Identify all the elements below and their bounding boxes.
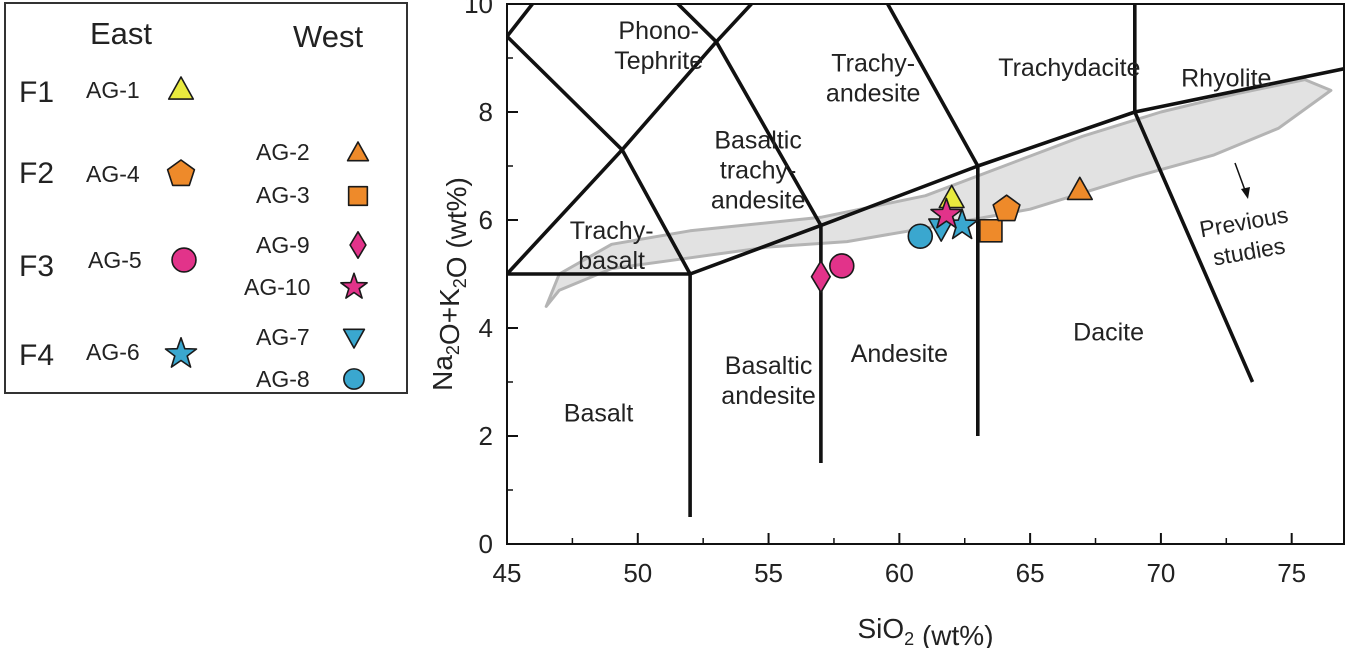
legend-group-f3: F3: [19, 250, 55, 283]
point-ag-3: [979, 218, 1003, 243]
x-tick-label: 70: [1146, 558, 1175, 588]
legend-marker-ag-2: [346, 141, 370, 162]
boundary-line: [507, 4, 535, 38]
y-axis-label: Na2O+K2O (wt%): [427, 177, 472, 391]
legend-label-ag6: AG-6: [86, 339, 140, 365]
x-tick-label: 45: [493, 558, 522, 588]
boundary-line: [507, 67, 1344, 276]
legend-marker-ag-8: [343, 368, 365, 390]
field-label: Rhyolite: [1181, 64, 1271, 92]
legend-label-ag4: AG-4: [86, 161, 140, 187]
point-ag-10: [930, 197, 963, 229]
legend-label-ag3: AG-3: [256, 182, 310, 208]
point-ag-5: [829, 253, 855, 279]
y-tick-label: 6: [479, 205, 493, 235]
field-label: Trachy-andesite: [826, 49, 921, 107]
legend-group-f2: F2: [19, 157, 55, 190]
legend-label-ag7: AG-7: [256, 324, 310, 350]
y-tick-label: 0: [479, 529, 493, 559]
field-label: Andesite: [851, 340, 948, 368]
legend: East West F1 F2 F3 F4 AG-1 AG-4 AG-5 AG-…: [4, 2, 408, 394]
y-tick-label: 2: [479, 421, 493, 451]
field-label: Trachy-basalt: [570, 217, 654, 275]
legend-east-header: East: [90, 16, 153, 51]
legend-marker-ag-7: [342, 328, 366, 349]
field-label: Basalt: [564, 399, 634, 427]
legend-marker-ag-4: [166, 159, 196, 187]
x-tick-label: 60: [885, 558, 914, 588]
legend-label-ag2: AG-2: [256, 139, 310, 165]
field-label: Phono-Tephrite: [614, 17, 703, 75]
previous-studies-field: [544, 78, 1333, 308]
x-axis-label: SiO2 (wt%): [857, 613, 993, 648]
legend-marker-ag-1: [167, 76, 195, 100]
point-ag-9: [810, 260, 832, 294]
legend-markers: [164, 76, 370, 390]
x-tick-label: 55: [754, 558, 783, 588]
boundary-line: [1133, 4, 1255, 383]
point-ag-2: [1066, 176, 1093, 201]
sample-points: [810, 176, 1093, 294]
legend-label-ag8: AG-8: [256, 366, 310, 392]
point-ag-4: [992, 194, 1021, 222]
x-tick-label: 65: [1016, 558, 1045, 588]
legend-marker-ag-9: [349, 231, 367, 260]
y-tick-label: 8: [479, 97, 493, 127]
point-ag-8: [907, 223, 934, 249]
boundary-line: [714, 40, 823, 463]
legend-group-f1: F1: [19, 76, 55, 109]
boundary-line: [885, 4, 980, 436]
field-label: Trachydacite: [998, 53, 1140, 81]
legend-marker-ag-6: [164, 336, 198, 368]
annotation-arrowhead: [1241, 187, 1250, 199]
y-tick-label: 10: [464, 0, 493, 19]
legend-west-header: West: [293, 19, 364, 54]
legend-marker-ag-5: [171, 247, 197, 273]
legend-marker-ag-3: [347, 185, 369, 207]
boundary-line: [507, 148, 624, 276]
legend-label-ag1: AG-1: [86, 77, 140, 103]
x-tick-label: 50: [623, 558, 652, 588]
legend-label-ag5: AG-5: [88, 247, 142, 273]
annotation-arrow: [1234, 162, 1247, 194]
field-label: Dacite: [1073, 318, 1144, 346]
legend-group-f4: F4: [19, 339, 55, 372]
field-boundaries: [507, 4, 1344, 517]
previous-studies-annotation: Previousstudies: [1197, 201, 1295, 272]
x-tick-label: 75: [1277, 558, 1306, 588]
boundary-line: [507, 35, 624, 152]
legend-marker-ag-10: [340, 272, 368, 299]
legend-label-ag9: AG-9: [256, 232, 310, 258]
legend-label-ag10: AG-10: [244, 274, 311, 300]
y-tick-label: 4: [479, 313, 493, 343]
